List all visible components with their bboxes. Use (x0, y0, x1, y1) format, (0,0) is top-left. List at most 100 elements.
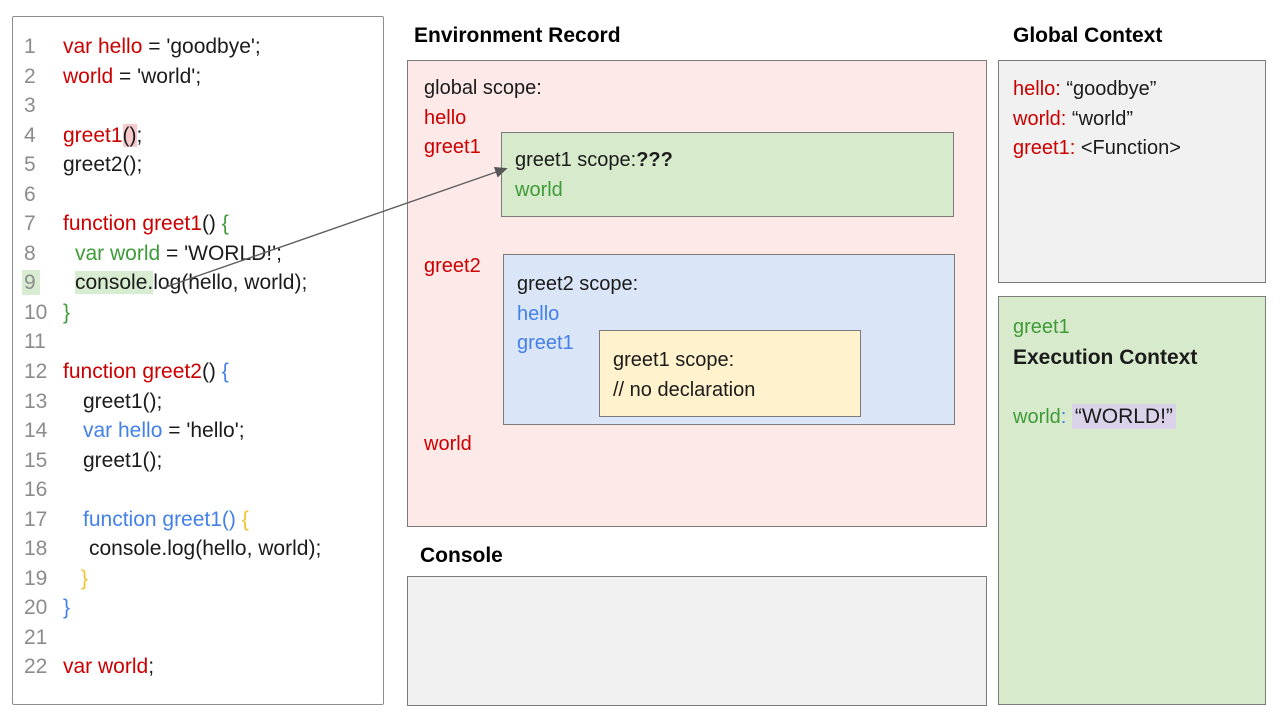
line-number: 4 (24, 123, 36, 147)
line-number: 19 (24, 566, 48, 590)
line-number: 8 (24, 241, 36, 265)
code-text: var world; (63, 655, 155, 679)
global-context-entry: greet1: <Function> (1013, 134, 1265, 164)
line-number: 11 (24, 330, 46, 354)
global-var-hello: hello (424, 107, 467, 129)
line-number: 12 (24, 360, 48, 384)
line-number: 16 (24, 478, 48, 502)
line-number: 7 (24, 212, 36, 236)
code-text: function greet2() { (63, 360, 229, 384)
greet2-scope-box: greet2 scope: hello greet1 greet1 scope:… (503, 254, 955, 425)
greet1-scope-heading: greet1 scope:??? (515, 149, 673, 171)
code-listing-panel: 1 var hello = 'goodbye'; 2 world = 'world';… (12, 16, 384, 705)
code-text: greet1(); (83, 389, 163, 413)
global-context-entry: hello: “goodbye” (1013, 75, 1265, 105)
code-line: 17 function greet1() { (13, 505, 383, 535)
variable-name: greet1: (1013, 137, 1076, 159)
global-scope-label: global scope: (424, 77, 542, 99)
code-line: 15 greet1(); (13, 446, 383, 476)
variable-name: hello: (1013, 78, 1061, 100)
variable-name: world: (1013, 107, 1067, 130)
code-line: 9 console.log(hello, world); (13, 268, 383, 298)
world-value-highlighted: “WORLD!” (1071, 403, 1176, 429)
global-var-world: world (424, 433, 472, 455)
no-declaration-comment: // no declaration (613, 378, 756, 401)
code-text: } (81, 566, 89, 590)
code-text: var hello = 'hello'; (83, 419, 245, 443)
code-text: world = 'world'; (63, 64, 202, 88)
line-number: 2 (24, 64, 36, 88)
code-text: console.log(hello, world); (75, 271, 308, 295)
variable-value: <Function> (1075, 137, 1181, 159)
global-context-box: hello: “goodbye”world: “world”greet1: <F… (998, 60, 1266, 283)
code-line: 8 var world = 'WORLD!'; (13, 239, 383, 269)
code-line: 7 function greet1() { (13, 209, 383, 239)
code-line: 4 greet1(); (13, 121, 383, 151)
execution-context-box: greet1 Execution Context world: “WORLD!” (998, 296, 1266, 705)
code-line: 20} (13, 593, 383, 623)
code-line: 6 (13, 180, 383, 210)
code-text: function greet1() { (63, 212, 229, 236)
line-number: 20 (24, 596, 48, 620)
line-number: 18 (24, 537, 48, 561)
greet1-inner-scope-box: greet1 scope: // no declaration (599, 330, 861, 417)
code-text: greet1(); (83, 448, 163, 472)
global-context-title: Global Context (1013, 24, 1163, 47)
colon: : (1060, 405, 1067, 428)
variable-value: “goodbye” (1060, 78, 1157, 100)
environment-record-title: Environment Record (414, 24, 621, 47)
line-number: 5 (24, 153, 36, 177)
spacer (1013, 372, 1265, 402)
code-text: function greet1() { (83, 507, 249, 531)
console-title: Console (420, 544, 503, 567)
code-line: 1 var hello = 'goodbye'; (13, 32, 383, 62)
global-var-greet1: greet1 (424, 136, 481, 158)
execution-context-fn-name: greet1 (1013, 316, 1070, 338)
code-line: 12 function greet2() { (13, 357, 383, 387)
greet2-scope-var-greet1: greet1 (517, 332, 574, 354)
variable-value: “world” (1066, 107, 1134, 130)
line-number: 1 (24, 35, 36, 58)
code-text: console.log(hello, world); (89, 537, 322, 561)
code-text: } (63, 300, 71, 324)
code-line: 10} (13, 298, 383, 328)
code-line: 11 (13, 327, 383, 357)
code-line: 16 (13, 475, 383, 505)
code-line: 14 var hello = 'hello'; (13, 416, 383, 446)
line-number: 17 (24, 507, 48, 531)
greet2-scope-heading: greet2 scope: (517, 273, 639, 295)
question-marks: ??? (636, 149, 673, 171)
execution-context-title: Execution Context (1013, 345, 1198, 369)
code-line: 5 greet2(); (13, 150, 383, 180)
line-number: 9 (22, 268, 63, 298)
code-text: greet2(); (63, 153, 143, 177)
global-context-entry: world: “world” (1013, 105, 1265, 135)
code-lines: 1 var hello = 'goodbye'; 2 world = 'world';… (13, 32, 383, 682)
code-line: 13 greet1(); (13, 387, 383, 417)
line-number: 15 (24, 448, 48, 472)
global-scope-box: global scope: hello greet1 greet2 world … (407, 60, 987, 527)
greet2-scope-var-hello: hello (517, 302, 560, 325)
line-number: 3 (24, 94, 36, 118)
code-text: var world = 'WORLD!'; (75, 241, 282, 265)
code-line: 19} (13, 564, 383, 594)
line-number: 13 (24, 389, 48, 413)
code-line: 3 (13, 91, 383, 121)
code-line: 18 console.log(hello, world); (13, 534, 383, 564)
execution-context-entry: world: “WORLD!” (1013, 402, 1265, 433)
console-output-box (407, 576, 987, 706)
greet1-scope-box: greet1 scope:??? world (501, 132, 954, 217)
global-var-greet2: greet2 (424, 255, 481, 277)
code-text: greet1(); (63, 123, 143, 147)
greet1-inner-scope-heading: greet1 scope: (613, 349, 735, 371)
code-text: } (63, 596, 71, 620)
line-number: 10 (24, 300, 48, 324)
greet1-scope-var-world: world (515, 178, 563, 201)
code-text: var hello = 'goodbye'; (63, 35, 261, 58)
line-number: 21 (24, 625, 48, 649)
code-line: 2 world = 'world'; (13, 62, 383, 92)
line-number: 14 (24, 419, 48, 443)
line-number: 6 (24, 182, 36, 206)
